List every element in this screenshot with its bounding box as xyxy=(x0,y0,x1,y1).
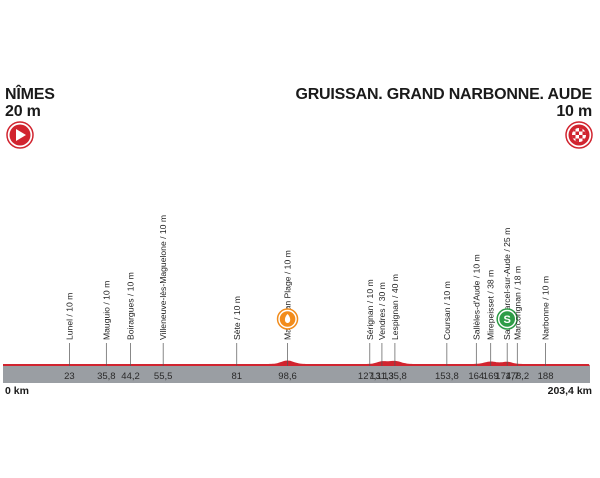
start-location: NÎMES 20 m xyxy=(5,86,55,120)
place-label: Mirepeisset / 38 m xyxy=(486,270,496,340)
place-label: Boirargues / 10 m xyxy=(126,272,136,340)
place-label: Villeneuve-lès-Maguelone / 10 m xyxy=(158,215,168,340)
axis-end-label: 203,4 km xyxy=(547,385,592,397)
place-label: Sète / 10 m xyxy=(232,296,242,340)
place-label: Marcorignan / 18 m xyxy=(512,266,522,340)
intermediate-sprint-icon xyxy=(276,308,299,330)
start-name: NÎMES xyxy=(5,86,55,103)
place-label: Mauguio / 10 m xyxy=(101,281,111,340)
place-label: Coursan / 10 m xyxy=(442,281,452,340)
km-label: 174,7 xyxy=(495,371,519,382)
sprint-letter: S xyxy=(504,314,511,326)
km-label: 23 xyxy=(64,371,75,382)
start-play-icon xyxy=(6,121,34,149)
place-label: Lespignan / 40 m xyxy=(390,274,400,340)
km-label: 55,5 xyxy=(154,371,173,382)
finish-altitude: 10 m xyxy=(556,103,592,120)
start-altitude: 20 m xyxy=(5,103,41,120)
km-label: 135,8 xyxy=(383,371,407,382)
place-label: Vendres / 30 m xyxy=(377,282,387,340)
km-label: 44,2 xyxy=(121,371,140,382)
finish-checkered-icon xyxy=(565,121,593,149)
place-label: Saint-Marcel-sur-Aude / 25 m xyxy=(502,228,512,340)
km-label: 127,1 xyxy=(358,371,382,382)
km-label: 169 xyxy=(483,371,499,382)
sprint-icon: S xyxy=(496,308,518,330)
km-label: 188 xyxy=(538,371,554,382)
km-label: 153,8 xyxy=(435,371,459,382)
km-label: 35,8 xyxy=(97,371,116,382)
km-label: 178,2 xyxy=(505,371,529,382)
finish-name: GRUISSAN. GRAND NARBONNE. AUDE xyxy=(295,86,592,103)
place-label: Sérignan / 10 m xyxy=(365,279,375,340)
km-label: 81 xyxy=(231,371,242,382)
route-profile xyxy=(3,360,590,366)
axis-start-label: 0 km xyxy=(5,385,29,397)
place-label: Sallèles-d'Aude / 10 m xyxy=(471,254,481,340)
km-label: 164 xyxy=(468,371,484,382)
place-label: Lunel / 10 m xyxy=(64,293,74,340)
place-label: Narbonne / 10 m xyxy=(541,276,551,340)
base-band xyxy=(3,366,590,383)
km-label: 131,3 xyxy=(370,371,394,382)
finish-location: GRUISSAN. GRAND NARBONNE. AUDE 10 m xyxy=(295,86,592,120)
km-label: 98,6 xyxy=(278,371,297,382)
place-label: Marseillan Plage / 10 m xyxy=(283,250,293,340)
